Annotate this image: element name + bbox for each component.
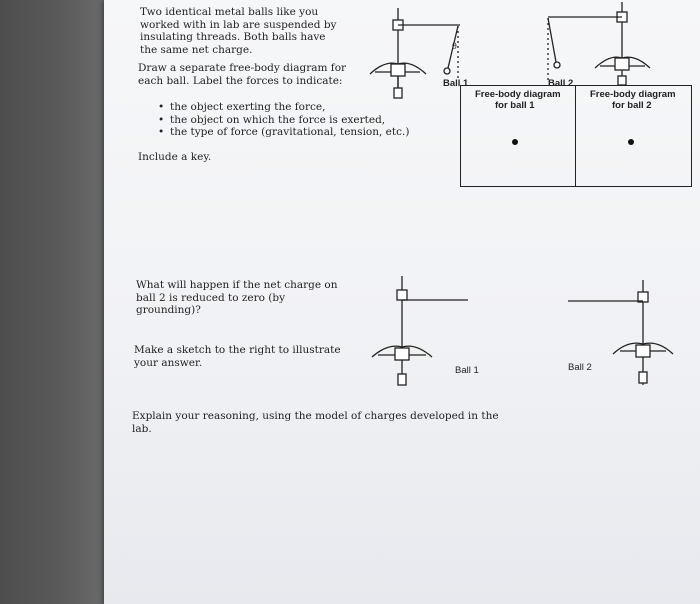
ball-1-point [512,139,518,145]
fbd-1-title: Free-body diagram [475,89,561,100]
key-instruction: Include a key. [138,151,212,163]
ring-stand-3 [371,276,468,386]
bullet-item: the object exerting the force, [158,101,409,114]
ball-2-point [628,139,634,145]
fbd-1-subtitle: for ball 1 [495,100,535,111]
bullet-list: the object exerting the force, the objec… [158,101,409,139]
ball-2-lower-label: Ball 2 [568,362,592,373]
fbd-2-title: Free-body diagram [590,89,676,100]
ball-2-label: Ball 2 [548,78,574,89]
ring-stand-4 [568,280,674,385]
ball-1-label: Ball 1 [443,78,469,89]
bullet-item: the object on which the force is exerted… [158,114,409,127]
bullet-item: the type of force (gravitational, tensio… [158,126,409,139]
fbd-box-ball-1[interactable] [460,85,576,187]
explain-instruction: Explain your reasoning, using the model … [132,410,499,435]
theta-label: θ [452,42,457,51]
ring-stand-2 [548,2,651,86]
task-text: Draw a separate free-body diagram for ea… [138,62,347,87]
intro-text: Two identical metal balls like you worke… [140,6,337,56]
fbd-2-subtitle: for ball 2 [612,100,652,111]
question-2: What will happen if the net charge on ba… [136,279,338,316]
sketch-instruction: Make a sketch to the right to illustrate… [134,344,341,369]
ball-1-lower-label: Ball 1 [455,365,479,376]
ring-stand-1 [369,8,460,99]
fbd-box-ball-2[interactable] [575,85,692,187]
